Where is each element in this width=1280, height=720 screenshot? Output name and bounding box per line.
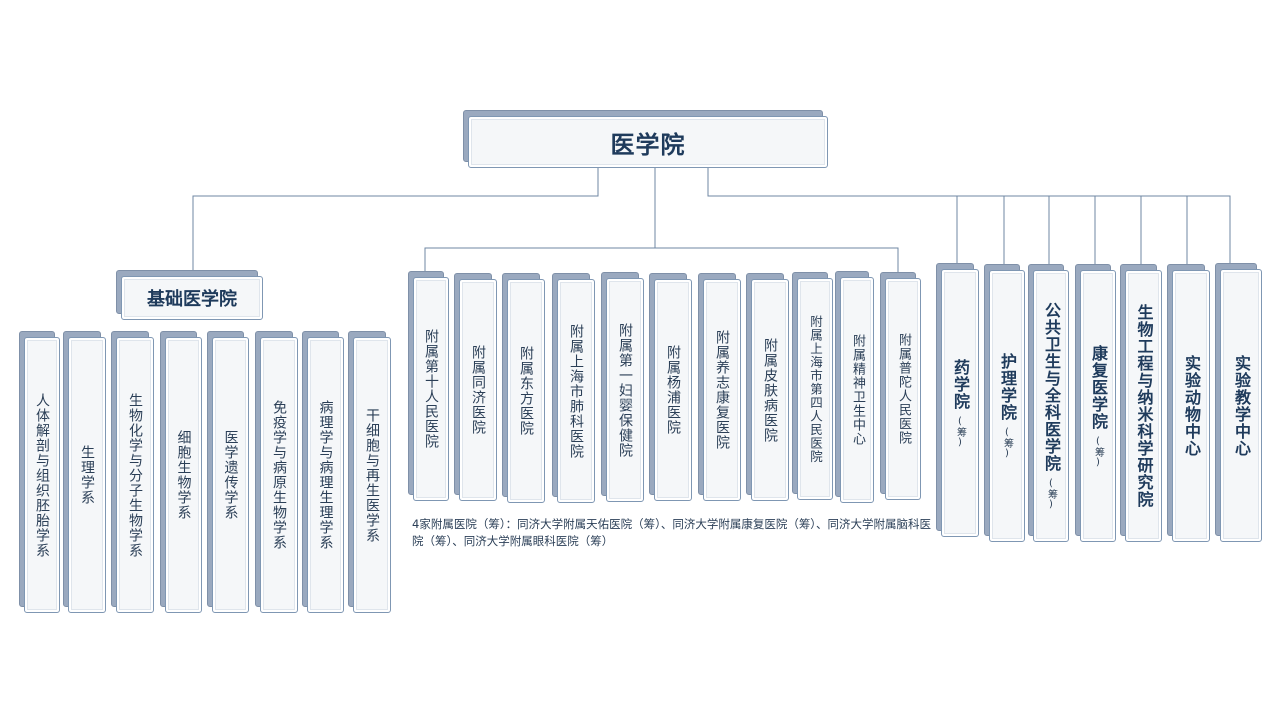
hospital-box-face: 附属精神卫生中心 <box>840 277 874 503</box>
school-sub-label: (筹) <box>1045 478 1057 510</box>
department-box: 生物化学与分子生物学系 <box>111 331 154 613</box>
hospital-box: 附属精神卫生中心 <box>835 271 874 503</box>
hospital-label: 附属上海市第四人民医院 <box>808 314 823 464</box>
department-box-face: 细胞生物学系 <box>165 337 202 613</box>
hospital-box-face: 附属上海市肺科医院 <box>557 279 595 503</box>
department-box: 医学遗传学系 <box>207 331 249 613</box>
hospital-label: 附属精神卫生中心 <box>850 334 865 446</box>
root-box: 医学院 <box>463 110 828 168</box>
department-box: 病理学与病理生理学系 <box>302 331 344 613</box>
department-box: 生理学系 <box>63 331 106 613</box>
school-box-face: 公共卫生与全科医学院 (筹) <box>1033 270 1069 542</box>
hospital-box-face: 附属东方医院 <box>507 279 545 503</box>
department-label: 生理学系 <box>79 445 95 505</box>
hospital-box: 附属上海市肺科医院 <box>552 273 595 503</box>
school-label: 生物工程与纳米科学研究院 <box>1134 304 1154 508</box>
hospital-box: 附属上海市第四人民医院 <box>792 272 833 500</box>
school-box: 护理学院 (筹) <box>984 264 1025 542</box>
school-box-face: 药学院 (筹) <box>941 269 979 537</box>
school-sub-label: (筹) <box>1001 427 1013 459</box>
hospital-box-face: 附属第一妇婴保健院 <box>606 278 644 502</box>
hospital-box: 附属东方医院 <box>502 273 545 503</box>
hospital-label: 附属养志康复医院 <box>714 330 730 450</box>
hospital-label: 附属东方医院 <box>518 346 534 436</box>
department-box-face: 免疫学与病原生物学系 <box>260 337 298 613</box>
department-box: 细胞生物学系 <box>160 331 202 613</box>
school-box-face: 康复医学院 (筹) <box>1080 270 1116 542</box>
department-box: 人体解剖与组织胚胎学系 <box>19 331 60 613</box>
hospital-label: 附属上海市肺科医院 <box>568 323 584 459</box>
connector-hospitals-bar <box>424 247 899 272</box>
hospital-label: 附属第十人民医院 <box>423 329 439 449</box>
hospital-box-face: 附属皮肤病医院 <box>751 279 789 501</box>
department-label: 免疫学与病原生物学系 <box>271 400 287 550</box>
school-sub-label: (筹) <box>1092 435 1104 468</box>
department-label: 细胞生物学系 <box>175 430 192 520</box>
school-box-face: 实验教学中心 <box>1220 269 1262 542</box>
department-box-face: 病理学与病理生理学系 <box>307 337 344 613</box>
hospital-box-face: 附属普陀人民医院 <box>885 278 921 500</box>
hospital-box: 附属杨浦医院 <box>649 273 692 501</box>
hospital-box-face: 附属上海市第四人民医院 <box>797 278 833 500</box>
school-label: 实验动物中心 <box>1182 355 1201 457</box>
department-label: 医学遗传学系 <box>222 430 239 520</box>
hospital-label: 附属同济医院 <box>470 345 486 435</box>
root-title: 医学院 <box>610 130 686 159</box>
hospital-label: 附属皮肤病医院 <box>762 337 778 443</box>
basic-school-box-face: 基础医学院 <box>121 276 263 320</box>
hospital-box-face: 附属第十人民医院 <box>413 277 449 501</box>
school-box-face: 实验动物中心 <box>1172 270 1210 542</box>
school-box: 药学院 (筹) <box>936 263 979 537</box>
school-label: 公共卫生与全科医学院 <box>1042 302 1061 472</box>
department-label: 干细胞与再生医学系 <box>364 407 380 543</box>
department-box-face: 生理学系 <box>68 337 106 613</box>
department-box-face: 生物化学与分子生物学系 <box>116 337 154 613</box>
hospital-box-face: 附属同济医院 <box>459 279 497 501</box>
hospital-box: 附属同济医院 <box>454 273 497 501</box>
department-label: 人体解剖与组织胚胎学系 <box>34 392 50 558</box>
hospital-label: 附属普陀人民医院 <box>896 333 911 445</box>
hospital-label: 附属第一妇婴保健院 <box>617 322 633 458</box>
hospital-box: 附属皮肤病医院 <box>746 273 789 501</box>
department-box-face: 人体解剖与组织胚胎学系 <box>24 337 60 613</box>
school-sub-label: (筹) <box>954 415 966 448</box>
school-box: 生物工程与纳米科学研究院 <box>1120 264 1162 542</box>
school-label: 康复医学院 <box>1089 344 1108 430</box>
hospital-box: 附属第十人民医院 <box>408 271 449 501</box>
hospital-box-face: 附属杨浦医院 <box>654 279 692 501</box>
root-box-face: 医学院 <box>468 116 828 168</box>
school-label: 实验教学中心 <box>1232 354 1251 457</box>
connector-schools <box>707 168 1231 264</box>
school-box: 公共卫生与全科医学院 (筹) <box>1028 264 1069 542</box>
department-box: 干细胞与再生医学系 <box>348 331 391 613</box>
school-box-face: 护理学院 (筹) <box>989 270 1025 542</box>
department-box-face: 干细胞与再生医学系 <box>353 337 391 613</box>
hospital-box: 附属第一妇婴保健院 <box>601 272 644 502</box>
hospital-box: 附属普陀人民医院 <box>880 272 921 500</box>
department-label: 病理学与病理生理学系 <box>317 400 334 550</box>
hospital-box: 附属养志康复医院 <box>698 273 741 501</box>
basic-school-box: 基础医学院 <box>116 270 263 320</box>
connector-basic <box>192 168 599 272</box>
hospital-label: 附属杨浦医院 <box>665 345 681 435</box>
school-box: 实验教学中心 <box>1215 263 1262 542</box>
hospitals-note: 4家附属医院（筹）：同济大学附属天佑医院（筹）、同济大学附属康复医院（筹）、同济… <box>412 517 932 548</box>
basic-school-title: 基础医学院 <box>147 289 237 310</box>
department-box-face: 医学遗传学系 <box>212 337 249 613</box>
school-box-face: 生物工程与纳米科学研究院 <box>1125 270 1162 542</box>
department-label: 生物化学与分子生物学系 <box>127 392 143 558</box>
school-label: 护理学院 <box>998 353 1017 421</box>
hospital-box-face: 附属养志康复医院 <box>703 279 741 501</box>
school-box: 康复医学院 (筹) <box>1075 264 1116 542</box>
school-label: 药学院 <box>951 358 970 410</box>
department-box: 免疫学与病原生物学系 <box>255 331 298 613</box>
school-box: 实验动物中心 <box>1167 264 1210 542</box>
